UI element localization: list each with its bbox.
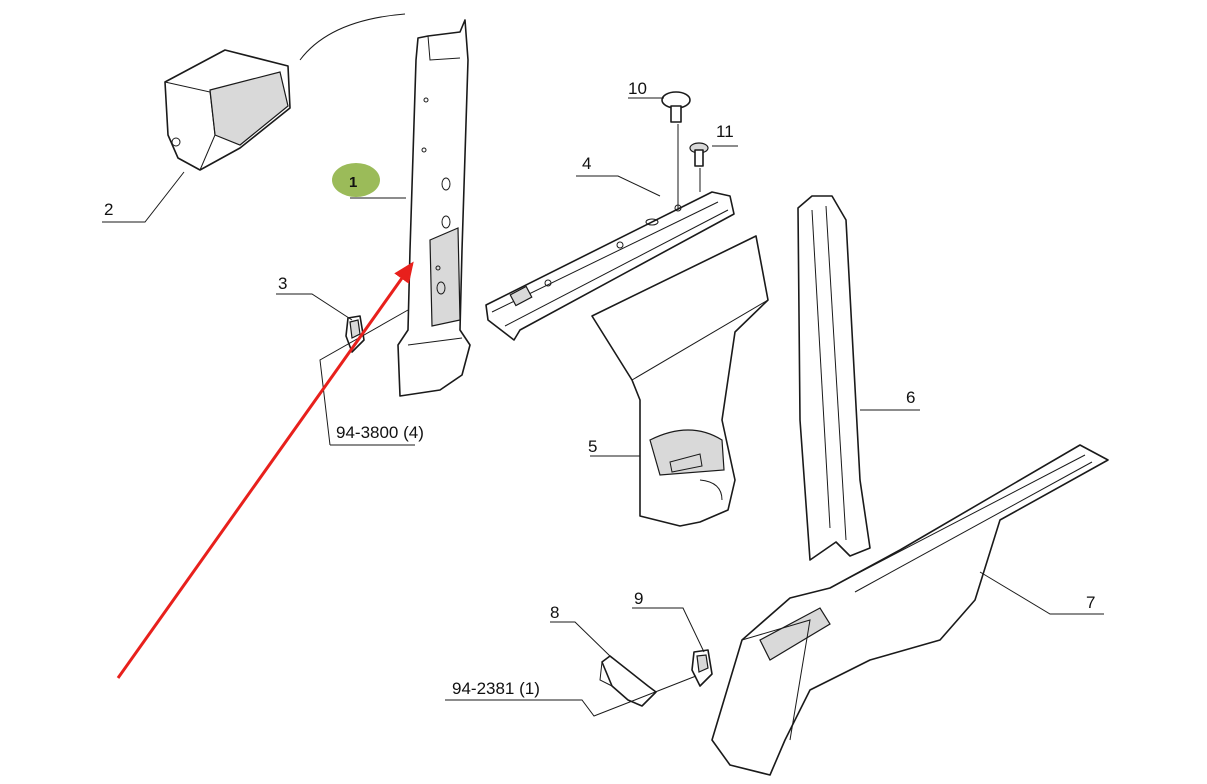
label-ref-94-2381: 94-2381 (1) bbox=[452, 679, 540, 698]
red-pointer-arrow bbox=[116, 261, 414, 679]
part-3-clip bbox=[345, 315, 365, 353]
label-part-8: 8 bbox=[550, 603, 559, 622]
label-part-11: 11 bbox=[716, 122, 734, 141]
part-4-rail bbox=[485, 191, 735, 341]
label-part-4: 4 bbox=[582, 154, 591, 173]
label-part-3: 3 bbox=[278, 274, 287, 293]
part-7-sill-trim bbox=[711, 444, 1109, 776]
leader-lines bbox=[102, 97, 1104, 717]
label-part-9: 9 bbox=[634, 589, 643, 608]
part-9-clip bbox=[691, 649, 713, 687]
part-10-rivet bbox=[661, 91, 691, 123]
part-11-screw bbox=[689, 142, 709, 167]
label-part-7: 7 bbox=[1086, 593, 1095, 612]
part-1-highlight bbox=[332, 163, 380, 197]
part-8-bracket bbox=[599, 655, 657, 707]
part-6-strip bbox=[797, 195, 871, 561]
label-part-6: 6 bbox=[906, 388, 915, 407]
part-2-corner-cover bbox=[164, 13, 406, 171]
part-5-duct bbox=[591, 235, 769, 527]
label-ref-94-3800: 94-3800 (4) bbox=[336, 423, 424, 442]
part-1-pillar bbox=[397, 19, 471, 397]
label-part-5: 5 bbox=[588, 437, 597, 456]
label-part-2: 2 bbox=[104, 200, 113, 219]
label-part-1: 1 bbox=[349, 174, 357, 191]
label-part-10: 10 bbox=[628, 79, 647, 98]
